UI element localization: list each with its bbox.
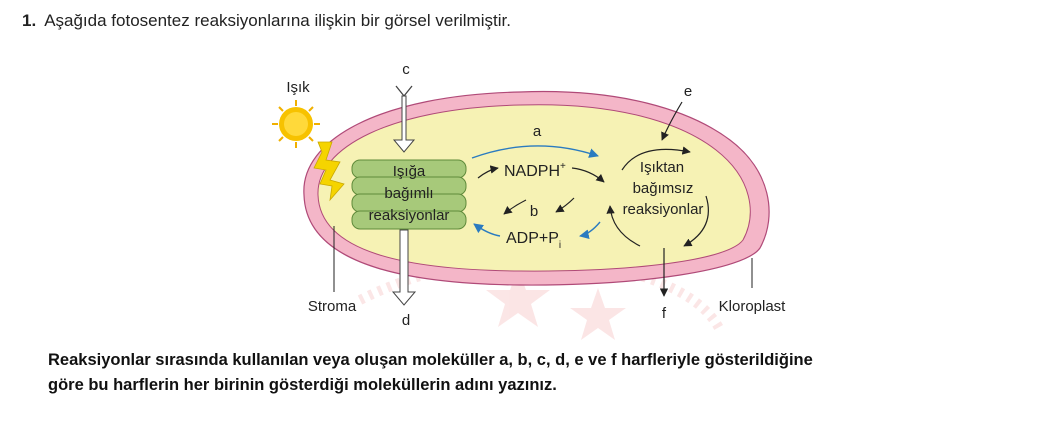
letter-e: e <box>684 83 692 100</box>
letter-c: c <box>402 61 410 78</box>
dark-reactions-line2: bağımsız <box>633 180 694 197</box>
prompt-line-1: Reaksiyonlar sırasında kullanılan veya o… <box>48 351 813 369</box>
dark-cycle-arc-top <box>621 146 691 171</box>
stroma-label: Stroma <box>308 298 357 315</box>
dark-cycle-arc-right <box>683 195 709 247</box>
light-label: Işık <box>286 79 310 96</box>
arrow-to-nadph <box>477 165 499 179</box>
prompt-line-2: göre bu harflerin her birinin gösterdiği… <box>48 376 557 394</box>
arrow-cycle-to-b <box>555 197 575 213</box>
question-number: 1. <box>22 11 37 30</box>
arrow-nadph-to-cycle <box>571 167 605 183</box>
question-header: 1. Aşağıda fotosentez reaksiyonlarına ili… <box>22 10 511 32</box>
dark-reactions-line3: reaksiyonlar <box>623 201 704 218</box>
lightning-bolt-icon <box>313 141 345 202</box>
thylakoid-stack <box>351 159 467 230</box>
c-input-arrow <box>392 85 416 153</box>
light-reactions-line1: Işığa <box>393 163 426 180</box>
letter-d: d <box>402 312 410 329</box>
letter-a: a <box>533 123 542 140</box>
question-prompt: Reaksiyonlar sırasında kullanılan veya o… <box>48 348 1044 398</box>
nadph-label: NADPH+ <box>504 161 566 180</box>
dark-reactions-line1: Işıktan <box>640 159 684 176</box>
light-reactions-line2: bağımlı <box>384 185 433 202</box>
question-text: Aşağıda fotosentez reaksiyonlarına ilişk… <box>44 11 511 30</box>
blue-arrow-to-thylakoid <box>473 223 501 237</box>
d-output-arrow <box>391 229 417 306</box>
dark-cycle-arc-left <box>606 205 641 247</box>
blue-arrow-from-cycle <box>579 221 601 240</box>
light-reactions-line3: reaksiyonlar <box>369 207 450 224</box>
letter-f: f <box>662 305 667 322</box>
e-input-arrow <box>661 101 683 141</box>
letter-b: b <box>530 203 538 220</box>
chloroplast-label: Kloroplast <box>719 298 787 315</box>
arrow-to-b <box>503 199 527 215</box>
sun-icon <box>272 100 320 148</box>
adp-label: ADP+Pi <box>506 230 561 251</box>
blue-arrow-a <box>471 145 599 159</box>
